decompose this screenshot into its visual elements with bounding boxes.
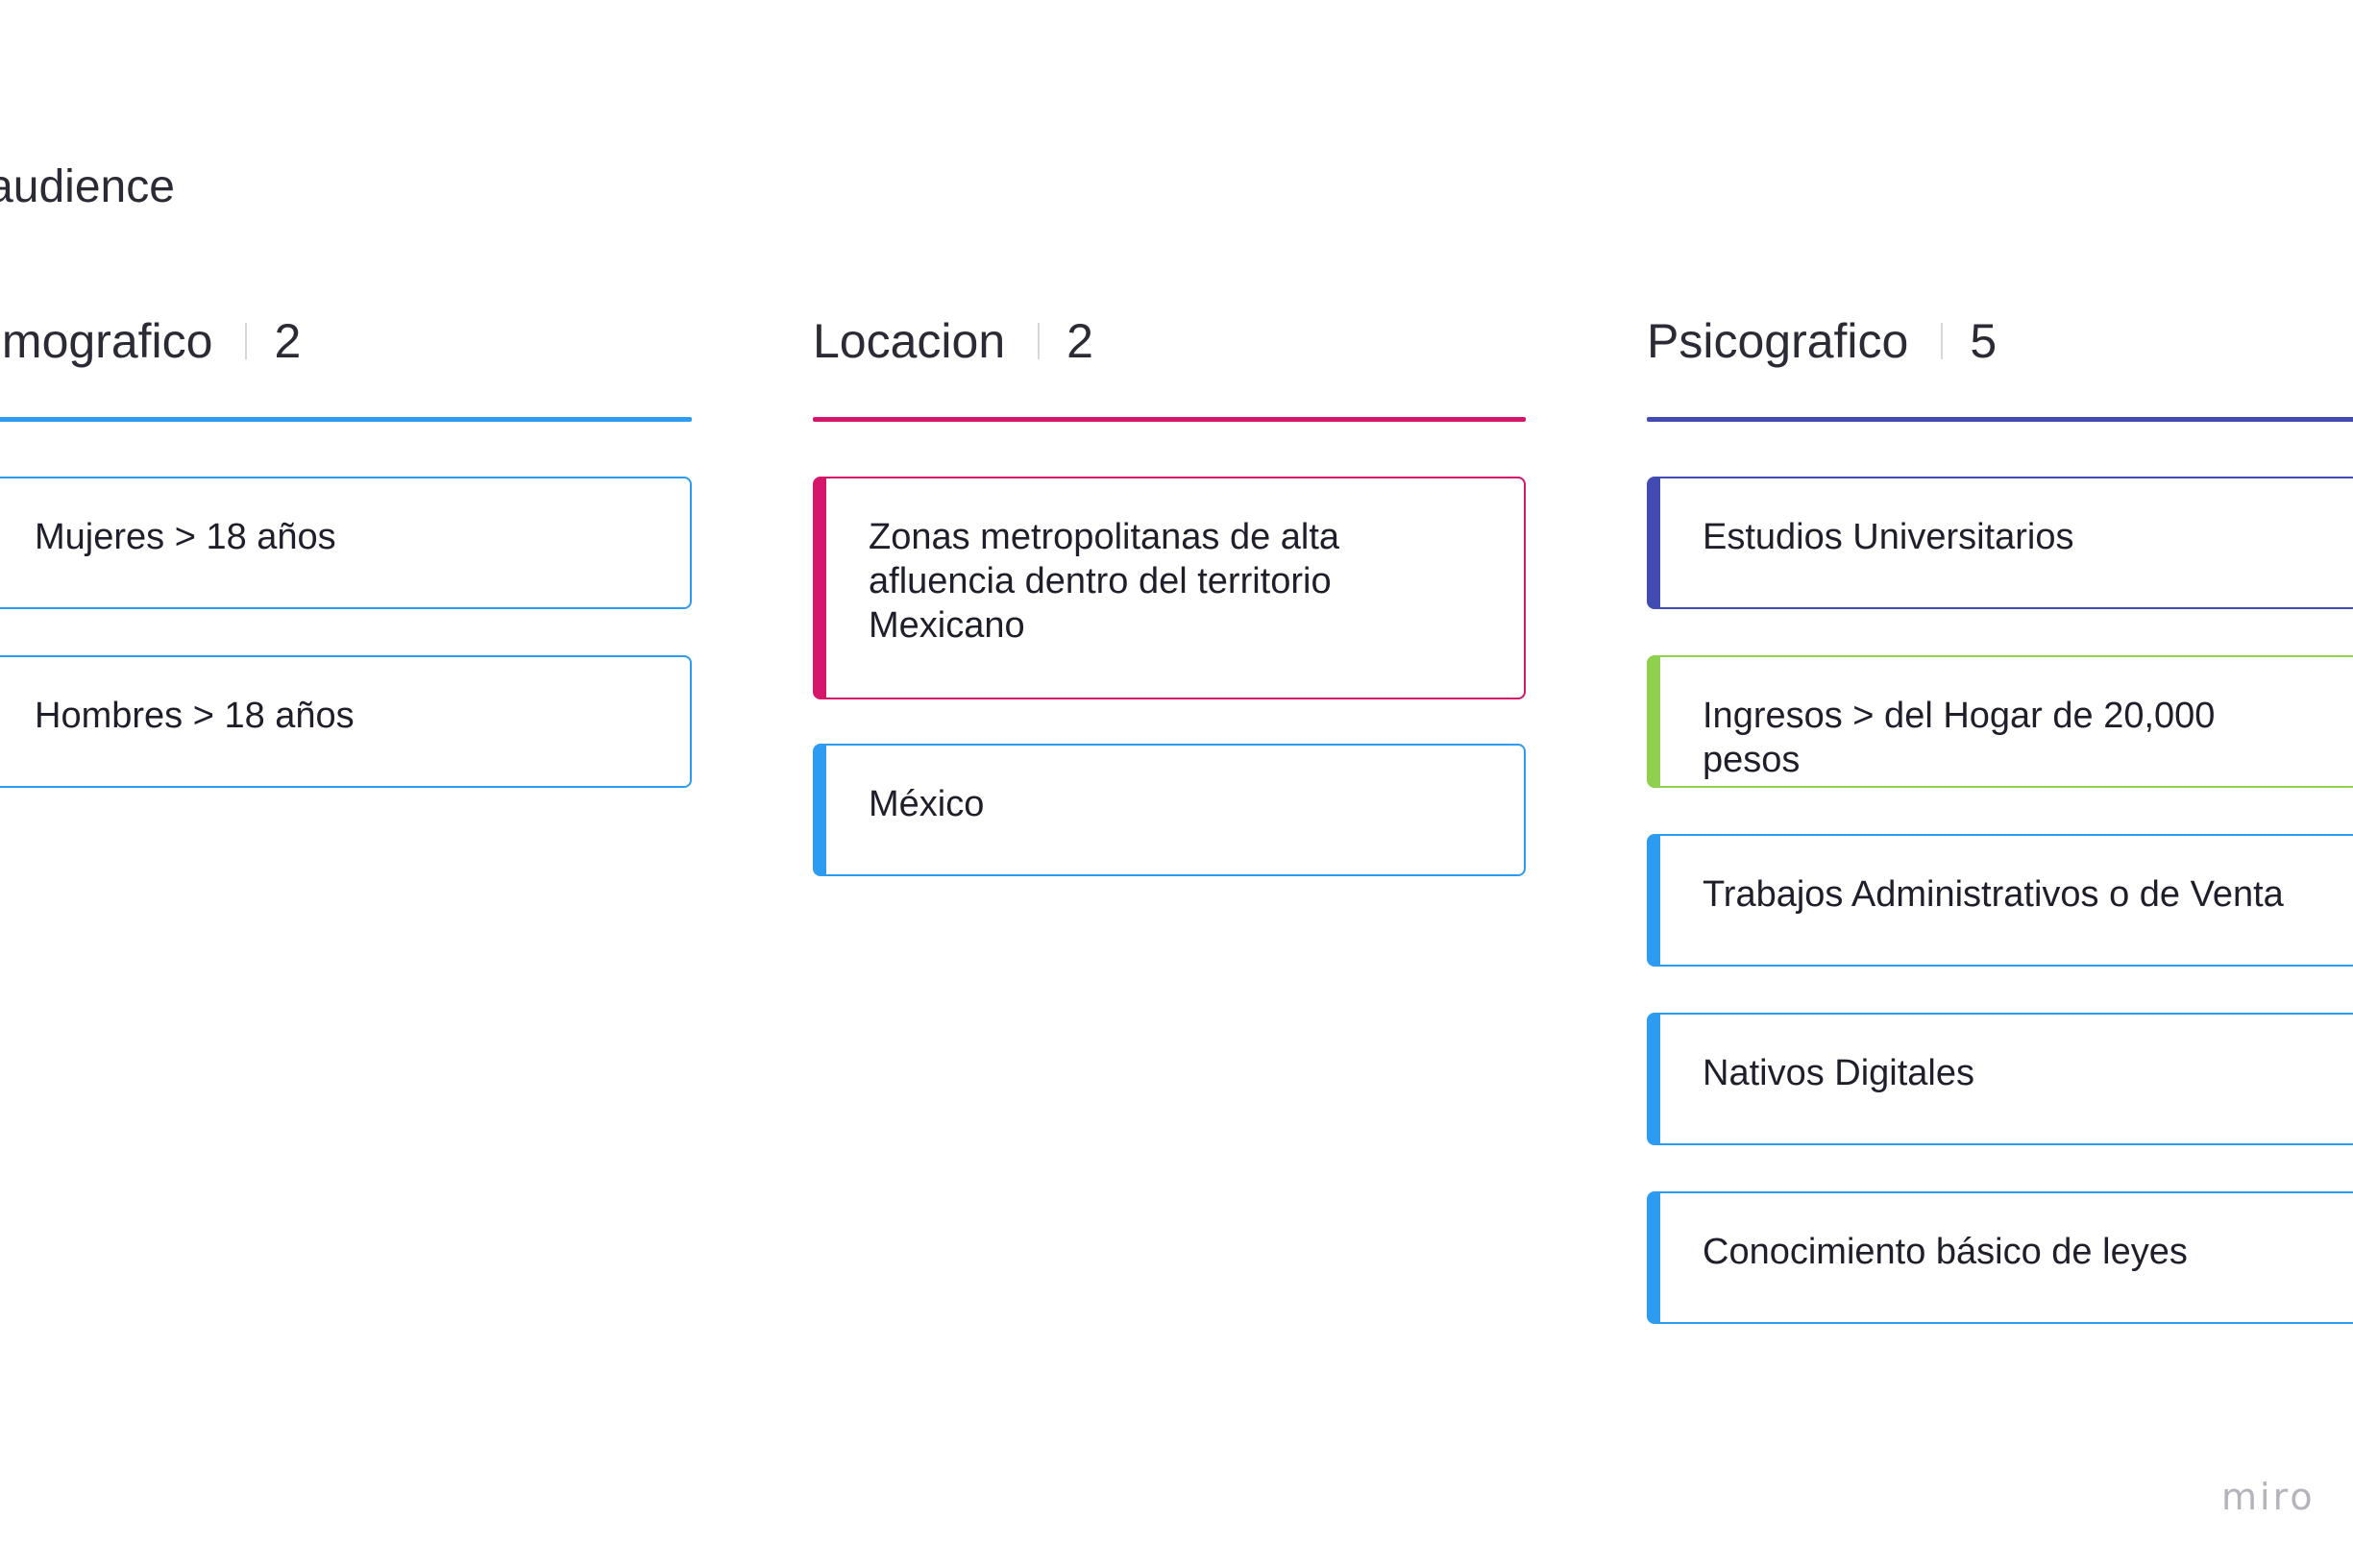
board-title: get audience: [0, 161, 175, 212]
column-locacion: Locacion 2 Zonas metropolitanas de alta …: [813, 307, 1526, 876]
card-text: Ingresos > del Hogar de 20,000 pesos: [1703, 696, 2216, 780]
card[interactable]: Hombres > 18 años: [0, 655, 692, 788]
card[interactable]: Trabajos Administrativos o de Venta: [1647, 834, 2353, 967]
column-divider: [1941, 323, 1944, 359]
card-text: México: [869, 784, 985, 824]
column-header[interactable]: Psicografico 5: [1647, 307, 2353, 375]
column-rule: [0, 417, 692, 422]
card[interactable]: Zonas metropolitanas de alta afluencia d…: [813, 477, 1526, 699]
column-count: 2: [1066, 314, 1093, 368]
column-rule: [813, 417, 1526, 422]
column-title: Psicografico: [1647, 314, 1909, 368]
card-text: Estudios Universitarios: [1703, 517, 2074, 557]
card[interactable]: México: [813, 744, 1526, 876]
card-text: Conocimiento básico de leyes: [1703, 1232, 2188, 1272]
column-header[interactable]: Demografico 2: [0, 307, 692, 375]
card[interactable]: Ingresos > del Hogar de 20,000 pesos: [1647, 655, 2353, 788]
column-title: Locacion: [813, 314, 1006, 368]
card[interactable]: Nativos Digitales: [1647, 1013, 2353, 1145]
column-count: 5: [1970, 314, 1998, 368]
column-title: Demografico: [0, 314, 213, 368]
column-header[interactable]: Locacion 2: [813, 307, 1526, 375]
column-divider: [1038, 323, 1041, 359]
card-text: Hombres > 18 años: [35, 696, 355, 736]
card-text: Nativos Digitales: [1703, 1053, 1974, 1093]
column-count: 2: [274, 314, 302, 368]
column-rule: [1647, 417, 2353, 422]
card-text: Zonas metropolitanas de alta afluencia d…: [869, 517, 1340, 646]
card[interactable]: Estudios Universitarios: [1647, 477, 2353, 609]
miro-watermark: miro: [2221, 1476, 2316, 1518]
column-psicografico: Psicografico 5 Estudios Universitarios I…: [1647, 307, 2353, 1324]
card[interactable]: Mujeres > 18 años: [0, 477, 692, 609]
card-text: Trabajos Administrativos o de Venta: [1703, 874, 2284, 915]
card-text: Mujeres > 18 años: [35, 517, 336, 557]
column-demografico: Demografico 2 Mujeres > 18 años Hombres …: [0, 307, 692, 788]
card[interactable]: Conocimiento básico de leyes: [1647, 1191, 2353, 1324]
column-divider: [245, 323, 248, 359]
